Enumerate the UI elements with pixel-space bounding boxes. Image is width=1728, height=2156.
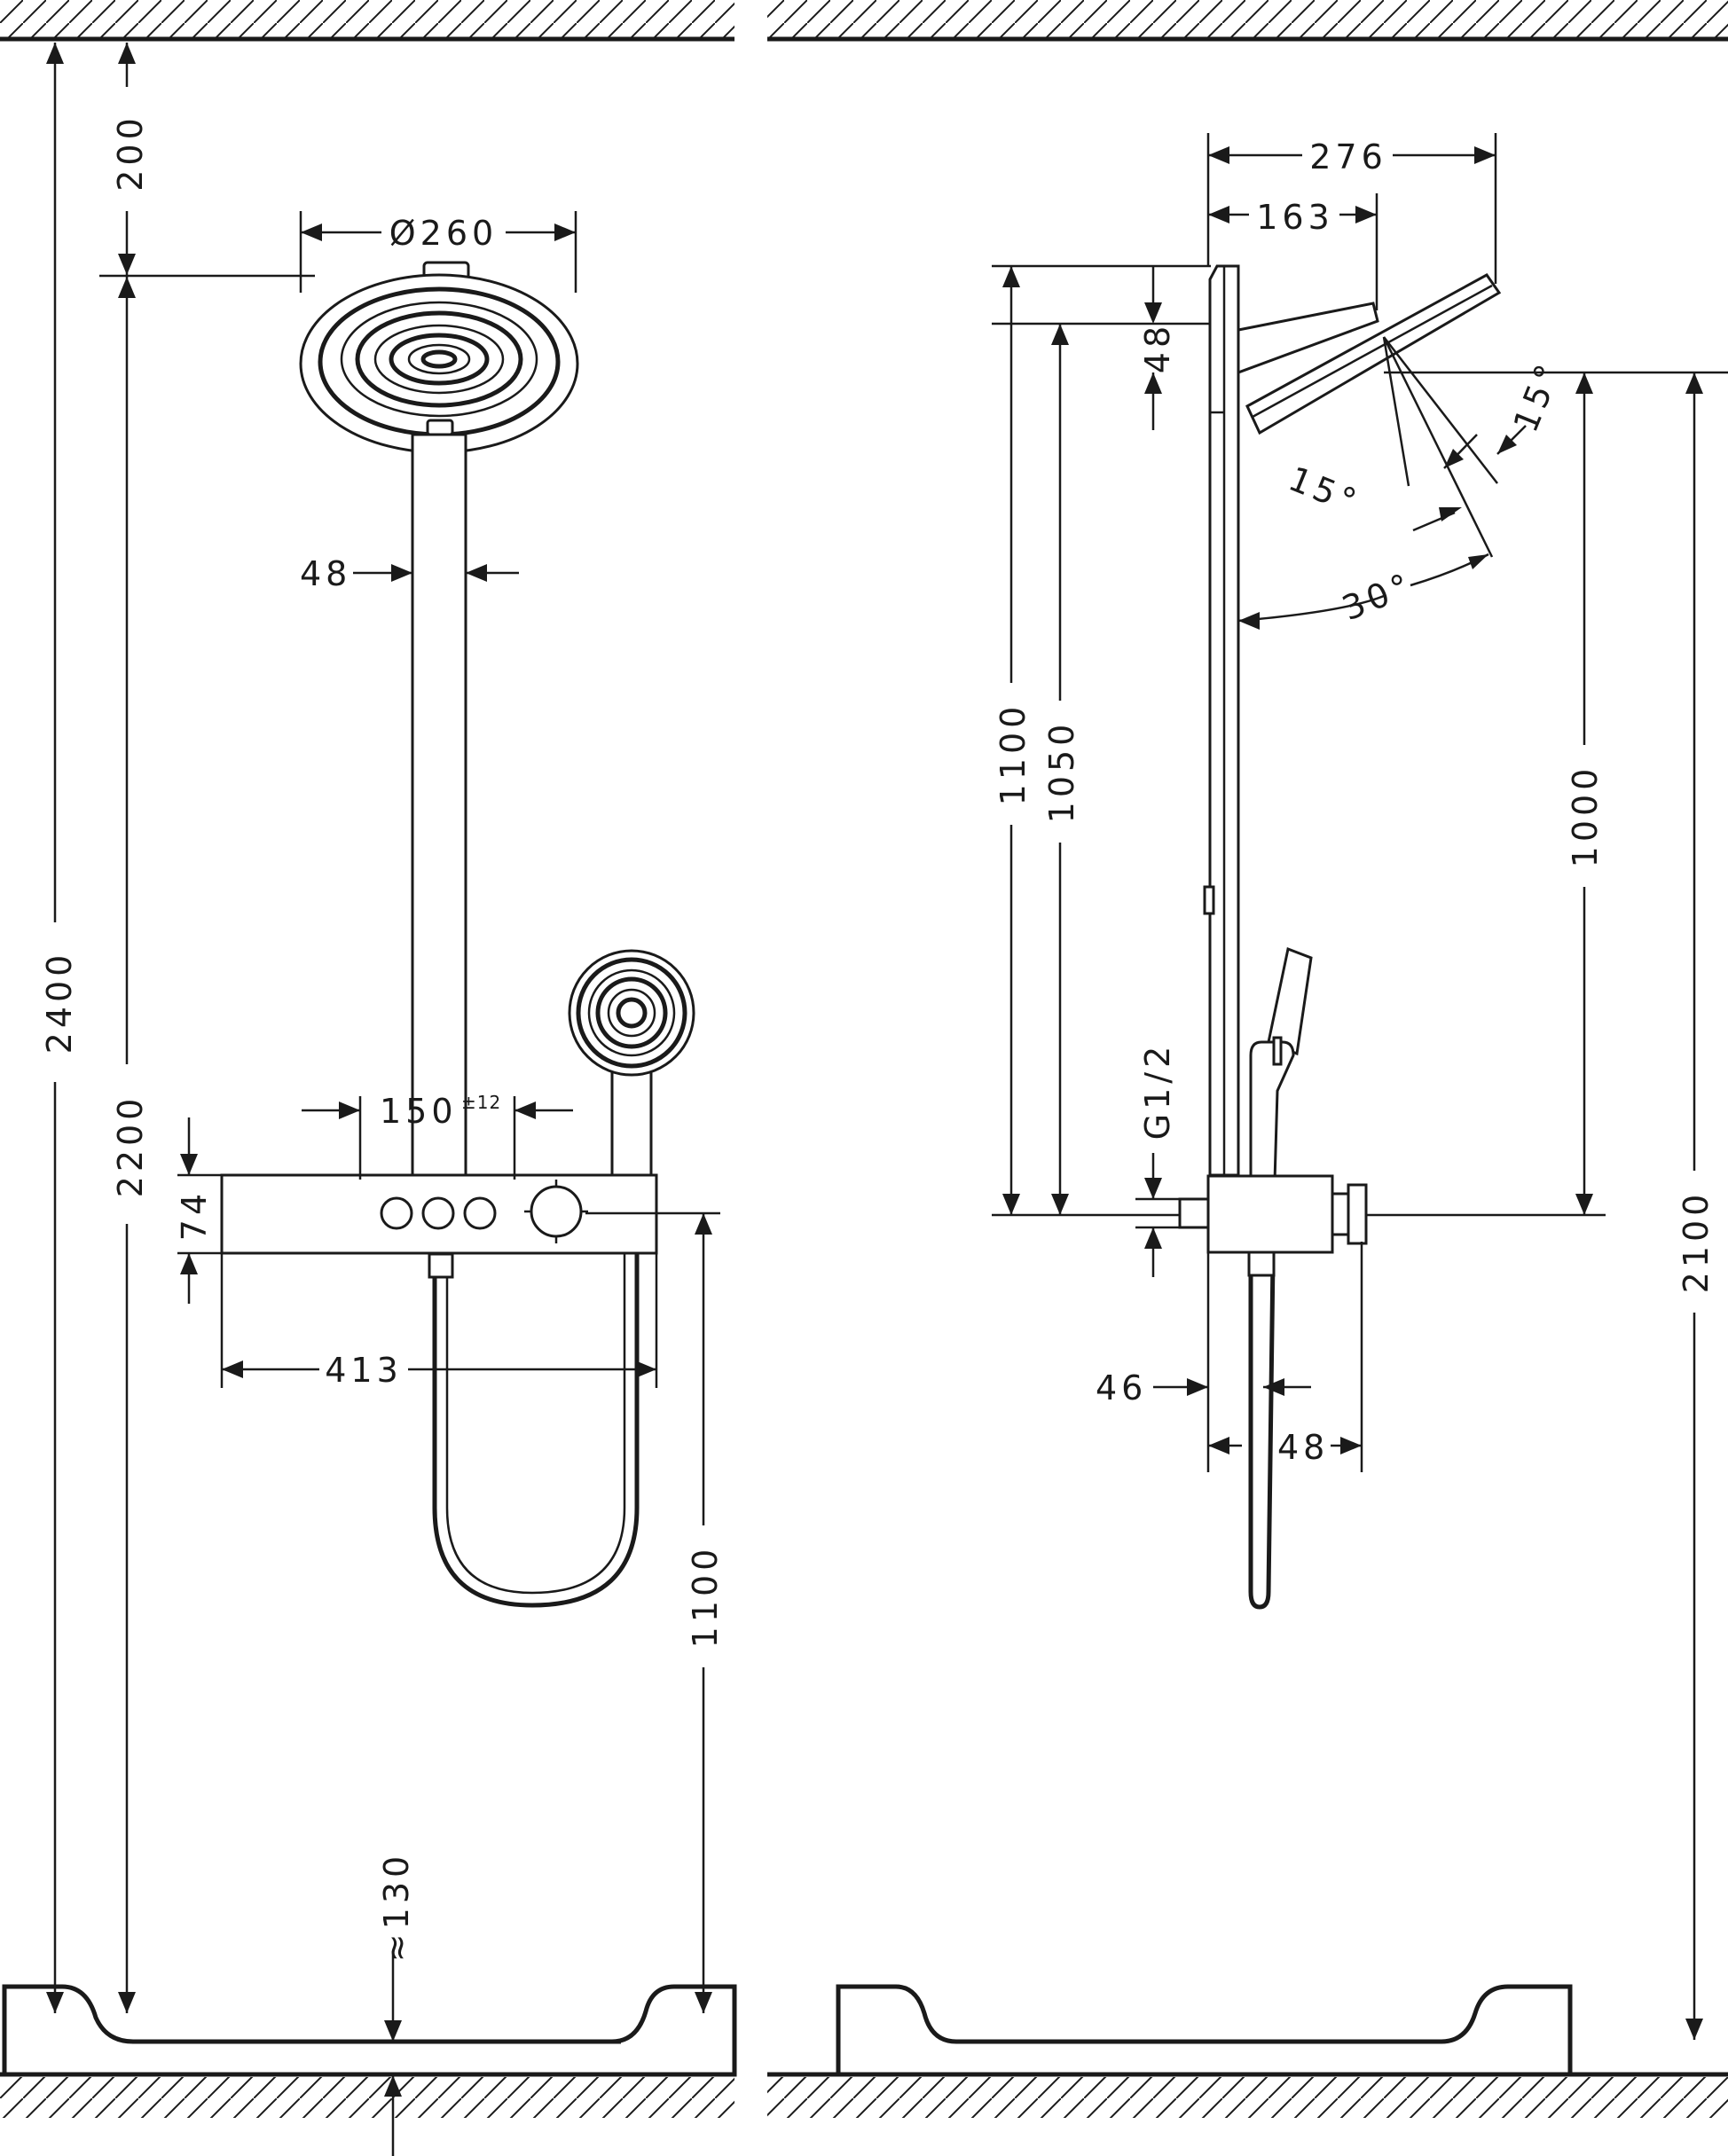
dim-1100-front-line: [585, 1211, 724, 2013]
thermostat-side: [1178, 1174, 1368, 1277]
dim-rail-48-label: 48: [1138, 322, 1177, 373]
dim-413-label: 413: [325, 1351, 403, 1390]
dim-diameter-line: [299, 211, 577, 293]
dim-48-side-body-line: [1208, 1242, 1363, 1472]
dim-1000-line: [1366, 371, 1728, 1217]
dim-74-label: 74: [175, 1189, 214, 1241]
dim-1100-front-label: 1100: [686, 1545, 725, 1649]
shower-tray-front: [2, 1984, 737, 2077]
dim-74-line: [177, 1117, 222, 1304]
dim-1100-side-label: 1100: [994, 702, 1033, 806]
dim-2200-label: 2200: [111, 1094, 150, 1198]
spray-angle-lines: [1237, 336, 1527, 630]
shower-rail-side: [1203, 264, 1240, 1177]
shower-tray-side: [836, 1984, 1573, 2077]
dim-130-line: [384, 1951, 402, 2156]
head-shower-side: [1237, 273, 1502, 435]
dim-rail-48-line: [992, 264, 1211, 430]
dim-pipe-48-label: 48: [300, 554, 351, 593]
dim-200-line: [99, 43, 315, 2013]
floor-right: [767, 2072, 1728, 2118]
dim-g12-label: G1/2: [1138, 1042, 1177, 1141]
dim-pipe-48-line: [353, 564, 519, 582]
floor-left: [0, 2072, 734, 2118]
hose-side: [1248, 1258, 1276, 1610]
dim-163-line: [1208, 193, 1378, 310]
thermostat-front: [220, 1173, 658, 1255]
ceiling-left: [0, 0, 734, 42]
dim-1000-label: 1000: [1566, 764, 1605, 868]
dim-1050-line: [1041, 324, 1080, 1215]
hose-front: [432, 1224, 640, 1608]
dim-2100-line: [1676, 372, 1715, 2040]
dim-2400-label: 2400: [40, 951, 79, 1054]
dim-150-label: 150: [380, 1092, 458, 1131]
riser-pipe-front: [411, 433, 467, 1177]
dim-46-label: 46: [1096, 1368, 1147, 1407]
ceiling-right: [767, 0, 1728, 42]
head-shower-front: [299, 261, 579, 454]
dim-413-line: [220, 1253, 658, 1389]
dim-1100-side-line: [992, 266, 1180, 1217]
dim-2400-line: [35, 43, 75, 2013]
angle-30: 30°: [1337, 565, 1419, 629]
dim-276-line: [1206, 133, 1497, 284]
dim-46-line: [1153, 1252, 1311, 1472]
dim-150-tolerance: ±12: [461, 1092, 501, 1113]
angle-15-right: 15°: [1506, 356, 1570, 438]
dim-163-label: 163: [1256, 198, 1334, 237]
dim-276-label: 276: [1309, 137, 1387, 176]
angle-15-left: 15°: [1284, 459, 1366, 523]
dim-diameter-label: Ø260: [389, 214, 498, 253]
dim-g12-line: [1135, 1153, 1180, 1277]
dim-200-label: 200: [111, 114, 150, 192]
dim-150-line: [302, 1096, 573, 1180]
dim-2100-label: 2100: [1677, 1190, 1716, 1294]
dim-48-side-body-label: 48: [1277, 1428, 1329, 1467]
hand-shower-front: [568, 949, 695, 1199]
dim-1050-label: 1050: [1042, 720, 1081, 824]
dim-130-label: ≈130: [377, 1852, 416, 1962]
